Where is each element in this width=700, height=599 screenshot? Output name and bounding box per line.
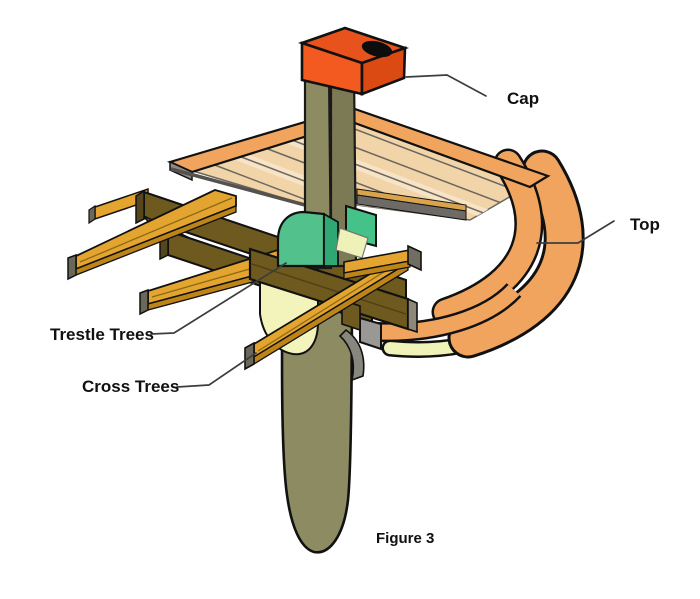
leader-line-top [536, 220, 615, 244]
cheek-blocks [276, 204, 377, 268]
cap-hole [361, 40, 393, 58]
cap-block [297, 26, 410, 96]
trestle-trees-center [248, 247, 418, 334]
label-trestle-trees: Trestle Trees [50, 325, 154, 344]
figure-caption: Figure 3 [376, 530, 434, 547]
label-top: Top [630, 215, 660, 234]
leader-line-cross-trees [176, 352, 257, 388]
leader-line-cap [405, 74, 487, 97]
top-platform [166, 106, 585, 359]
leader-line-trestle-trees [150, 262, 287, 335]
cross-tree-back-sliver [88, 187, 149, 225]
label-cross-trees: Cross Trees [82, 377, 179, 396]
front-rim-piece [359, 282, 522, 351]
cross-tree-right-end [343, 244, 422, 280]
label-cap: Cap [507, 89, 539, 108]
